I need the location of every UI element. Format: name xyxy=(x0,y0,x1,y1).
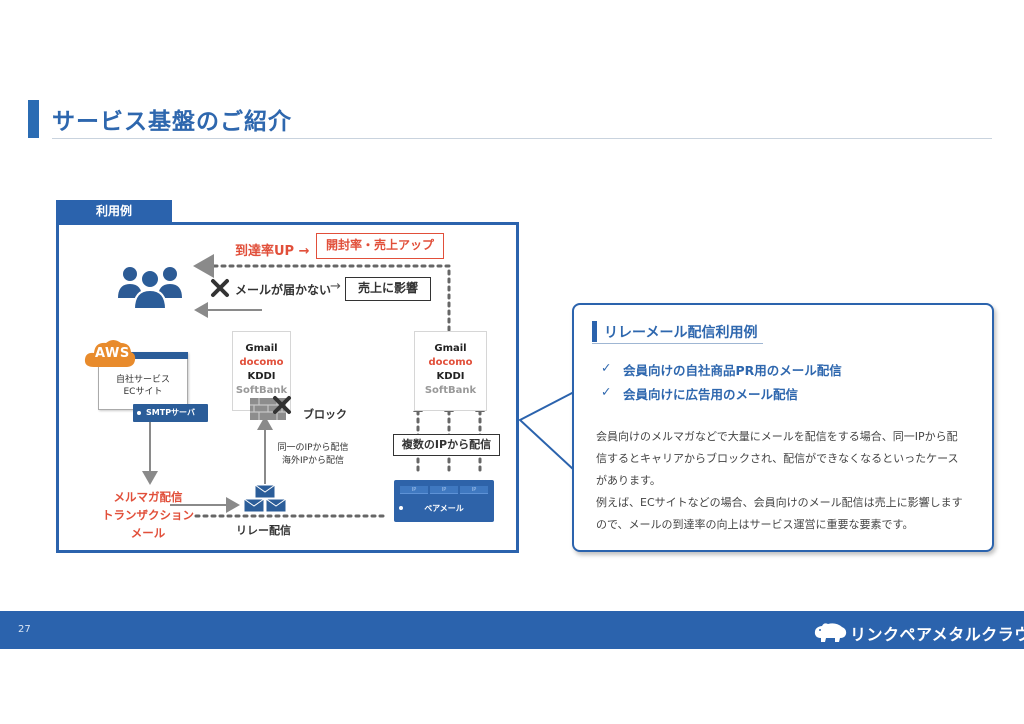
body-line: があります。 xyxy=(596,474,661,487)
smtp-label: SMTPサーバ xyxy=(146,408,195,417)
same-ip-line: 同一のIPから配信 xyxy=(277,443,349,453)
small-arrow: → xyxy=(330,279,341,294)
open-rate-box: 開封率・売上アップ xyxy=(316,233,444,259)
brand-name: リンクペアメタルクラウド xyxy=(850,625,1024,644)
carrier-box-left: Gmail docomo KDDI SoftBank xyxy=(232,331,291,411)
no-delivery-label: メールが届かない xyxy=(235,283,332,297)
page-number: 27 xyxy=(18,624,31,635)
footer-bar xyxy=(0,611,1024,649)
carrier-gmail: Gmail xyxy=(245,343,278,354)
callout-title-bar xyxy=(592,321,597,342)
ip-slot: IP xyxy=(460,486,488,494)
carrier-kddi: KDDI xyxy=(436,371,465,382)
ip-slot: IP xyxy=(400,486,428,494)
block-label: ブロック xyxy=(303,408,347,421)
mailmag-label: メルマガ配信 トランザクション メール xyxy=(100,488,196,542)
same-ip-note: 同一のIPから配信 海外IPから配信 xyxy=(276,442,350,468)
callout-title: リレーメール配信利用例 xyxy=(604,325,758,341)
bullet-item: 会員向けの自社商品PR用のメール配信 xyxy=(623,363,842,378)
bullet-item: 会員向けに広告用のメール配信 xyxy=(623,387,799,402)
title-accent-bar xyxy=(28,100,39,138)
check-icon: ✓ xyxy=(601,360,612,375)
cross-icon xyxy=(211,279,229,297)
carrier-docomo: docomo xyxy=(428,357,473,368)
aws-label: AWS xyxy=(95,346,130,361)
aws-box-header xyxy=(98,352,188,359)
page-title: サービス基盤のご紹介 xyxy=(52,109,292,135)
aws-server-box xyxy=(98,352,188,410)
title-divider xyxy=(52,138,992,139)
reach-up-label: 到達率UP → xyxy=(235,244,310,259)
body-line: ので、メールの到達率の向上はサービス運営に重要な要素です。 xyxy=(596,518,914,531)
bear-logo-icon xyxy=(814,623,847,642)
aws-cloud-icon xyxy=(84,340,136,367)
example-tab: 利用例 xyxy=(56,200,172,223)
users-icon xyxy=(118,267,182,310)
ip-slot: IP xyxy=(430,486,458,494)
firewall-icon xyxy=(250,398,286,420)
mail-line: メール xyxy=(130,526,166,540)
smtp-server: SMTPサーバ xyxy=(133,404,208,422)
own-service-line: 自社サービス xyxy=(115,375,170,385)
ec-site-line: ECサイト xyxy=(123,387,163,397)
mail-stack-icon xyxy=(243,484,287,513)
body-line: 会員向けのメルマガなどで大量にメールを配信をする場合、同一IPから配 xyxy=(596,430,958,443)
carrier-softbank: SoftBank xyxy=(424,385,477,396)
check-icon: ✓ xyxy=(601,384,612,399)
transaction-line: トランザクション xyxy=(102,508,194,522)
callout-title-divider xyxy=(592,343,763,344)
pair-led-icon xyxy=(399,506,403,510)
overseas-ip-line: 海外IPから配信 xyxy=(281,456,345,466)
body-line: 例えば、ECサイトなどの場合、会員向けのメール配信は売上に影響します xyxy=(596,496,963,509)
carrier-kddi: KDDI xyxy=(247,371,276,382)
sales-impact-box: 売上に影響 xyxy=(345,277,431,301)
own-service-label: 自社サービス ECサイト xyxy=(104,374,182,398)
block-cross-icon xyxy=(273,396,291,414)
relay-label: リレー配信 xyxy=(236,524,291,537)
smtp-led-icon xyxy=(137,411,141,415)
pair-label: ペアメール xyxy=(424,504,464,513)
carrier-gmail: Gmail xyxy=(434,343,467,354)
carrier-box-right: Gmail docomo KDDI SoftBank xyxy=(414,331,487,411)
body-line: 信するとキャリアからブロックされ、配信ができなくなるといったケース xyxy=(596,452,959,465)
carrier-softbank: SoftBank xyxy=(235,385,288,396)
carrier-docomo: docomo xyxy=(239,357,284,368)
multi-ip-box: 複数のIPから配信 xyxy=(393,434,500,456)
mailmag-line: メルマガ配信 xyxy=(113,490,183,504)
relay-usage-callout xyxy=(572,303,994,552)
pair-mail-server: IP IP IP ペアメール xyxy=(394,480,494,522)
